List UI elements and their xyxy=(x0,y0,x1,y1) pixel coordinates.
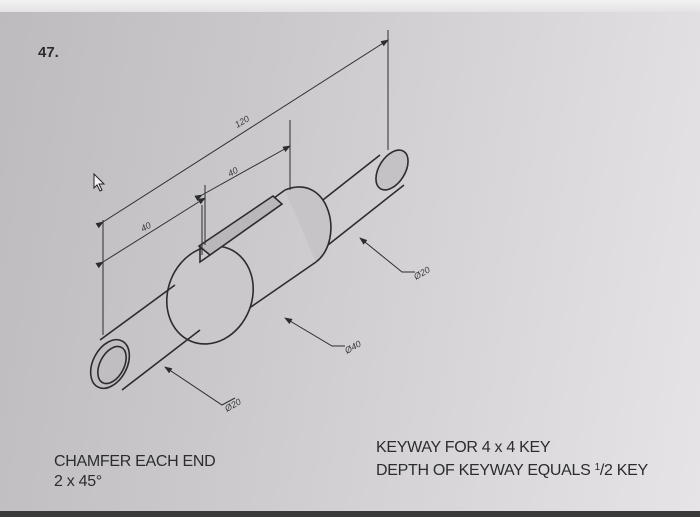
dim-left-length: 40 xyxy=(139,220,153,234)
keyway-note-line1: KEYWAY FOR 4 x 4 KEY xyxy=(376,439,551,456)
left-shaft xyxy=(89,284,201,391)
keyway-fraction-numerator: 1 xyxy=(594,462,601,473)
chamfer-note: CHAMFER EACH END 2 x 45° xyxy=(54,452,216,492)
mouse-cursor-icon xyxy=(93,172,106,192)
problem-number: 47. xyxy=(38,44,59,61)
keyway-note: KEYWAY FOR 4 x 4 KEY DEPTH OF KEYWAY EQU… xyxy=(376,438,648,481)
keyway-fraction-rest: /2 KEY xyxy=(599,462,648,479)
dim-left-diameter: Ø20 xyxy=(222,397,243,415)
keyway-note-line2: DEPTH OF KEYWAY EQUALS 1/2 KEY xyxy=(376,458,648,481)
center-cylinder xyxy=(165,186,332,345)
dim-overall-length: 120 xyxy=(233,114,251,130)
chamfer-note-line1: CHAMFER EACH END xyxy=(54,453,216,470)
page-top-edge xyxy=(0,0,700,12)
dimension-lines xyxy=(95,39,389,269)
dim-right-diameter: Ø20 xyxy=(411,265,432,283)
dim-keyway-length: 40 xyxy=(226,165,240,179)
leaders xyxy=(164,237,415,406)
keyway-note-line2-text: DEPTH OF KEYWAY EQUALS xyxy=(376,462,595,479)
chamfer-note-line2: 2 x 45° xyxy=(54,473,102,490)
photo-bottom-edge xyxy=(0,511,700,517)
dim-center-diameter: Ø40 xyxy=(342,339,363,357)
